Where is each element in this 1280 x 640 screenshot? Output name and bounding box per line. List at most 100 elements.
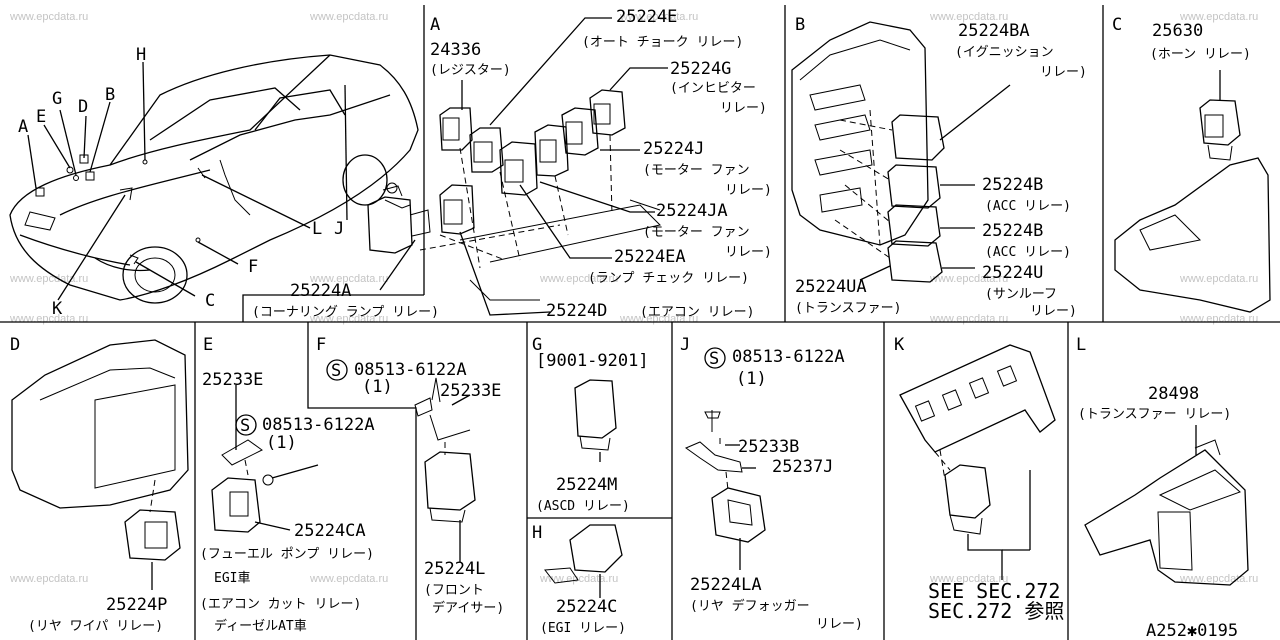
- part-name: (エアコン カット リレー): [200, 597, 361, 612]
- callout-label-k: K: [52, 299, 63, 319]
- part-name: (オート チョーク リレー): [582, 35, 743, 50]
- part-name: リレー): [720, 101, 767, 116]
- panel-d-title: D: [10, 335, 20, 355]
- panel-d-drawing: [11, 339, 189, 590]
- part-name: (イグニッション: [955, 45, 1054, 60]
- part-name: (リヤ デフォッガー: [690, 598, 810, 614]
- part-name: (サンルーフ: [985, 287, 1057, 302]
- watermark: www.epcdata.ru: [1179, 573, 1258, 585]
- panel-j-drawing: [684, 410, 766, 570]
- part-number: 25224CA: [294, 521, 366, 541]
- part-number: 25237J: [772, 457, 833, 477]
- panel-b-labels: B 25224BA (イグニッション リレー) 25224B (ACC リレー)…: [795, 15, 1087, 319]
- watermark: www.epcdata.ru: [309, 11, 388, 23]
- watermark: www.epcdata.ru: [9, 573, 88, 585]
- watermark: www.epcdata.ru: [929, 11, 1008, 23]
- panel-e-drawing: [211, 385, 319, 533]
- panel-k-labels: K SEE SEC.272 SEC.272 参照: [894, 335, 1064, 623]
- bolt-number: 08513-6122A: [354, 360, 467, 380]
- watermark: www.epcdata.ru: [1179, 11, 1258, 23]
- panel-g-title: G: [532, 335, 542, 355]
- callout-label: F: [248, 257, 258, 277]
- panel-f-title: F: [316, 335, 326, 355]
- panel-c-drawing: [1114, 70, 1271, 313]
- bolt-symbol-s: S: [240, 416, 250, 436]
- panel-h-title: H: [532, 523, 542, 543]
- panel-l-labels: L 28498 (トランスファー リレー): [1076, 335, 1231, 422]
- panel-h-labels: H 25224C (EGI リレー): [532, 523, 626, 636]
- watermark: www.epcdata.ru: [1179, 313, 1258, 325]
- bolt-symbol-s: S: [709, 349, 719, 369]
- part-number: 25224BA: [958, 21, 1030, 41]
- part-number: 25224EA: [614, 247, 686, 267]
- part-number: 25224B: [982, 221, 1043, 241]
- panel-b-title: B: [795, 15, 805, 35]
- callout-label: A: [18, 117, 28, 137]
- vehicle-callouts: A B C D E F G H J K L K: [18, 45, 344, 319]
- part-name: (コーナリング ランプ リレー): [252, 305, 439, 320]
- part-number: 25224UA: [795, 277, 867, 297]
- part-name: (レジスター): [430, 63, 511, 78]
- callout-label: E: [36, 107, 46, 127]
- part-number: 25224C: [556, 597, 617, 617]
- panel-e-labels: E 25233E S 08513-6122A (1) 25224CA (フューエ…: [200, 335, 375, 634]
- part-name: (フューエル ポンプ リレー): [200, 547, 374, 562]
- bolt-qty: (1): [362, 377, 393, 397]
- part-name: (ACC リレー): [985, 245, 1071, 260]
- see-section-jp: SEC.272 参照: [928, 599, 1064, 623]
- panel-d-labels: D 25224P (リヤ ワイパ リレー): [10, 335, 167, 634]
- part-name: (リヤ ワイパ リレー): [28, 619, 163, 634]
- watermark: www.epcdata.ru: [9, 273, 88, 285]
- part-name: リレー): [1040, 65, 1087, 80]
- part-number: 25233E: [440, 381, 501, 401]
- panel-f-labels: F S 08513-6122A (1) 25233E 25224L (フロント …: [316, 335, 504, 616]
- part-name: リレー): [725, 245, 772, 260]
- panel-a-title: A: [430, 15, 440, 35]
- watermark: www.epcdata.ru: [929, 273, 1008, 285]
- panel-l-drawing: [1084, 425, 1249, 586]
- watermark: www.epcdata.ru: [9, 313, 88, 325]
- part-number: 25233E: [202, 370, 263, 390]
- panel-k-title: K: [894, 335, 905, 355]
- part-number: 25224D: [546, 301, 607, 321]
- part-name: (ACC リレー): [985, 199, 1071, 214]
- part-number: 25630: [1152, 21, 1203, 41]
- part-name: リレー): [816, 617, 863, 632]
- part-name: リレー): [1030, 304, 1077, 319]
- panel-e-title: E: [203, 335, 213, 355]
- part-number: 25224LA: [690, 575, 762, 595]
- panel-h-drawing: [544, 524, 623, 598]
- panel-k-drawing: [899, 344, 1056, 580]
- bolt-symbol: [235, 414, 257, 436]
- part-name: (ASCD リレー): [536, 499, 630, 514]
- watermark: www.epcdata.ru: [619, 11, 698, 23]
- vehicle-drawing: [9, 54, 419, 304]
- part-name: (モーター ファン: [643, 225, 750, 240]
- bolt-number: 08513-6122A: [732, 347, 845, 367]
- part-number: 25224U: [982, 263, 1043, 283]
- callout-label: D: [78, 97, 88, 117]
- panel-c-labels: C 25630 (ホーン リレー): [1112, 15, 1251, 62]
- watermark: www.epcdata.ru: [539, 573, 618, 585]
- bolt-symbol: [326, 359, 348, 381]
- panel-b-drawing: [791, 21, 1011, 283]
- watermark: www.epcdata.ru: [929, 313, 1008, 325]
- panel-f-drawing: [414, 377, 476, 562]
- callout-label: C: [205, 291, 215, 311]
- callout-label: G: [52, 89, 62, 109]
- watermark: www.epcdata.ru: [929, 573, 1008, 585]
- part-name: (トランスファー リレー): [1078, 407, 1231, 422]
- part-number: 28498: [1148, 384, 1199, 404]
- part-number: 25224L: [424, 559, 485, 579]
- part-name: (ランプ チェック リレー): [588, 271, 749, 286]
- part-name: (モーター ファン: [643, 163, 750, 178]
- part-number: 25224A: [290, 281, 351, 301]
- part-name: (ホーン リレー): [1150, 47, 1251, 62]
- panel-g-labels: G [9001-9201] 25224M (ASCD リレー): [532, 335, 649, 514]
- part-number: 25224G: [670, 59, 731, 79]
- panel-j-labels: J S 08513-6122A (1) 25233B 25237J 25224L…: [680, 335, 863, 632]
- part-name: (トランスファー): [795, 301, 901, 316]
- callout-label: H: [136, 45, 146, 65]
